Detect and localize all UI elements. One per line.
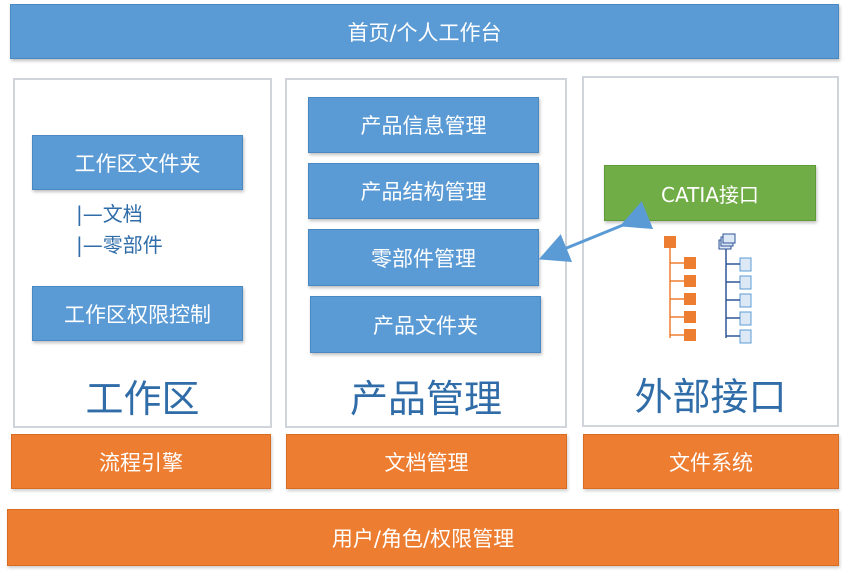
document-tree-icon [718,233,752,344]
product-info-label: 产品信息管理 [360,114,487,138]
workspace-folder-button[interactable]: 工作区文件夹 [32,135,243,190]
tree-item-label: |—零部件 [76,233,163,257]
file-system-button[interactable]: 文件系统 [583,434,839,489]
workspace-tree-item-parts[interactable]: |—零部件 [76,229,163,261]
workflow-engine-label: 流程引擎 [99,450,183,475]
catia-interface-label: CATIA接口 [661,182,759,207]
product-info-button[interactable]: 产品信息管理 [308,97,539,153]
footer-title: 用户/角色/权限管理 [331,526,515,551]
product-structure-button[interactable]: 产品结构管理 [308,163,539,219]
product-folder-button[interactable]: 产品文件夹 [310,296,541,353]
workspace-permission-label: 工作区权限控制 [64,302,211,327]
header-bar[interactable]: 首页/个人工作台 [10,4,839,59]
workspace-title: 工作区 [85,377,200,421]
product-title: 产品管理 [349,377,502,421]
product-folder-label: 产品文件夹 [373,313,478,338]
tree-item-label: |—文档 [76,202,143,226]
footer-bar[interactable]: 用户/角色/权限管理 [7,509,839,566]
document-management-label: 文档管理 [384,450,469,475]
external-title: 外部接口 [634,375,787,419]
workflow-engine-button[interactable]: 流程引擎 [11,434,271,489]
header-title: 首页/个人工作台 [347,20,502,45]
tree-structure-icon [664,236,696,341]
product-structure-label: 产品结构管理 [360,180,487,204]
workspace-tree-item-documents[interactable]: |—文档 [76,198,143,230]
workspace-permission-button[interactable]: 工作区权限控制 [32,286,243,341]
workspace-folder-label: 工作区文件夹 [74,151,201,176]
parts-management-button[interactable]: 零部件管理 [308,229,539,286]
file-system-label: 文件系统 [669,450,753,475]
document-management-button[interactable]: 文档管理 [286,434,567,489]
parts-management-label: 零部件管理 [371,246,476,271]
